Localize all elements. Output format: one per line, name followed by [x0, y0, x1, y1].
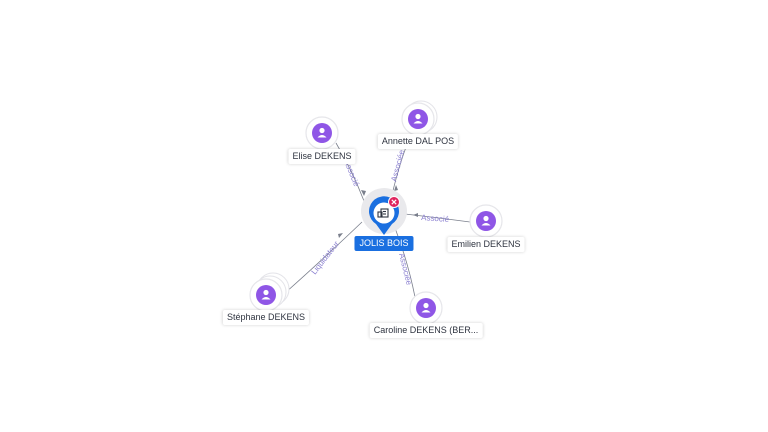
person-node-annette[interactable]: [401, 100, 438, 136]
edge-stephane: [284, 221, 363, 294]
person-node-stephane[interactable]: [249, 272, 290, 312]
person-icon: [317, 127, 327, 138]
edge-arrow-stephane: [338, 233, 343, 238]
person-label-caroline[interactable]: Caroline DEKENS (BER...: [369, 323, 483, 338]
person-icon: [413, 113, 423, 124]
person-label-stephane[interactable]: Stéphane DEKENS: [222, 310, 310, 325]
edge-label-annette: Associée: [389, 148, 406, 182]
person-icon: [481, 215, 491, 226]
person-label-annette[interactable]: Annette DAL POS: [377, 134, 459, 149]
closed-x-icon: [388, 196, 400, 208]
person-icon: [421, 302, 431, 313]
edge-arrow-elise: [361, 190, 366, 196]
edge-elise: [335, 142, 365, 202]
person-node-caroline[interactable]: [409, 291, 443, 325]
person-node-emilien[interactable]: [469, 204, 503, 238]
edge-label-caroline: Associée: [397, 252, 414, 286]
person-label-emilien[interactable]: Emilien DEKENS: [447, 237, 525, 252]
edge-arrow-emilien: [413, 213, 418, 217]
building-icon: [377, 208, 389, 218]
edge-label-emilien: Associé: [421, 213, 450, 224]
edge-arrow-annette: [394, 185, 398, 191]
company-node[interactable]: [361, 188, 407, 235]
person-icon: [261, 289, 271, 300]
company-name-label[interactable]: JOLIS BOIS: [354, 236, 414, 251]
edge-emilien: [404, 213, 471, 223]
edge-caroline: [394, 227, 416, 298]
person-node-elise[interactable]: [305, 116, 339, 150]
person-label-elise[interactable]: Elise DEKENS: [288, 149, 356, 164]
edge-label-stephane: Liquidateur: [309, 239, 341, 276]
